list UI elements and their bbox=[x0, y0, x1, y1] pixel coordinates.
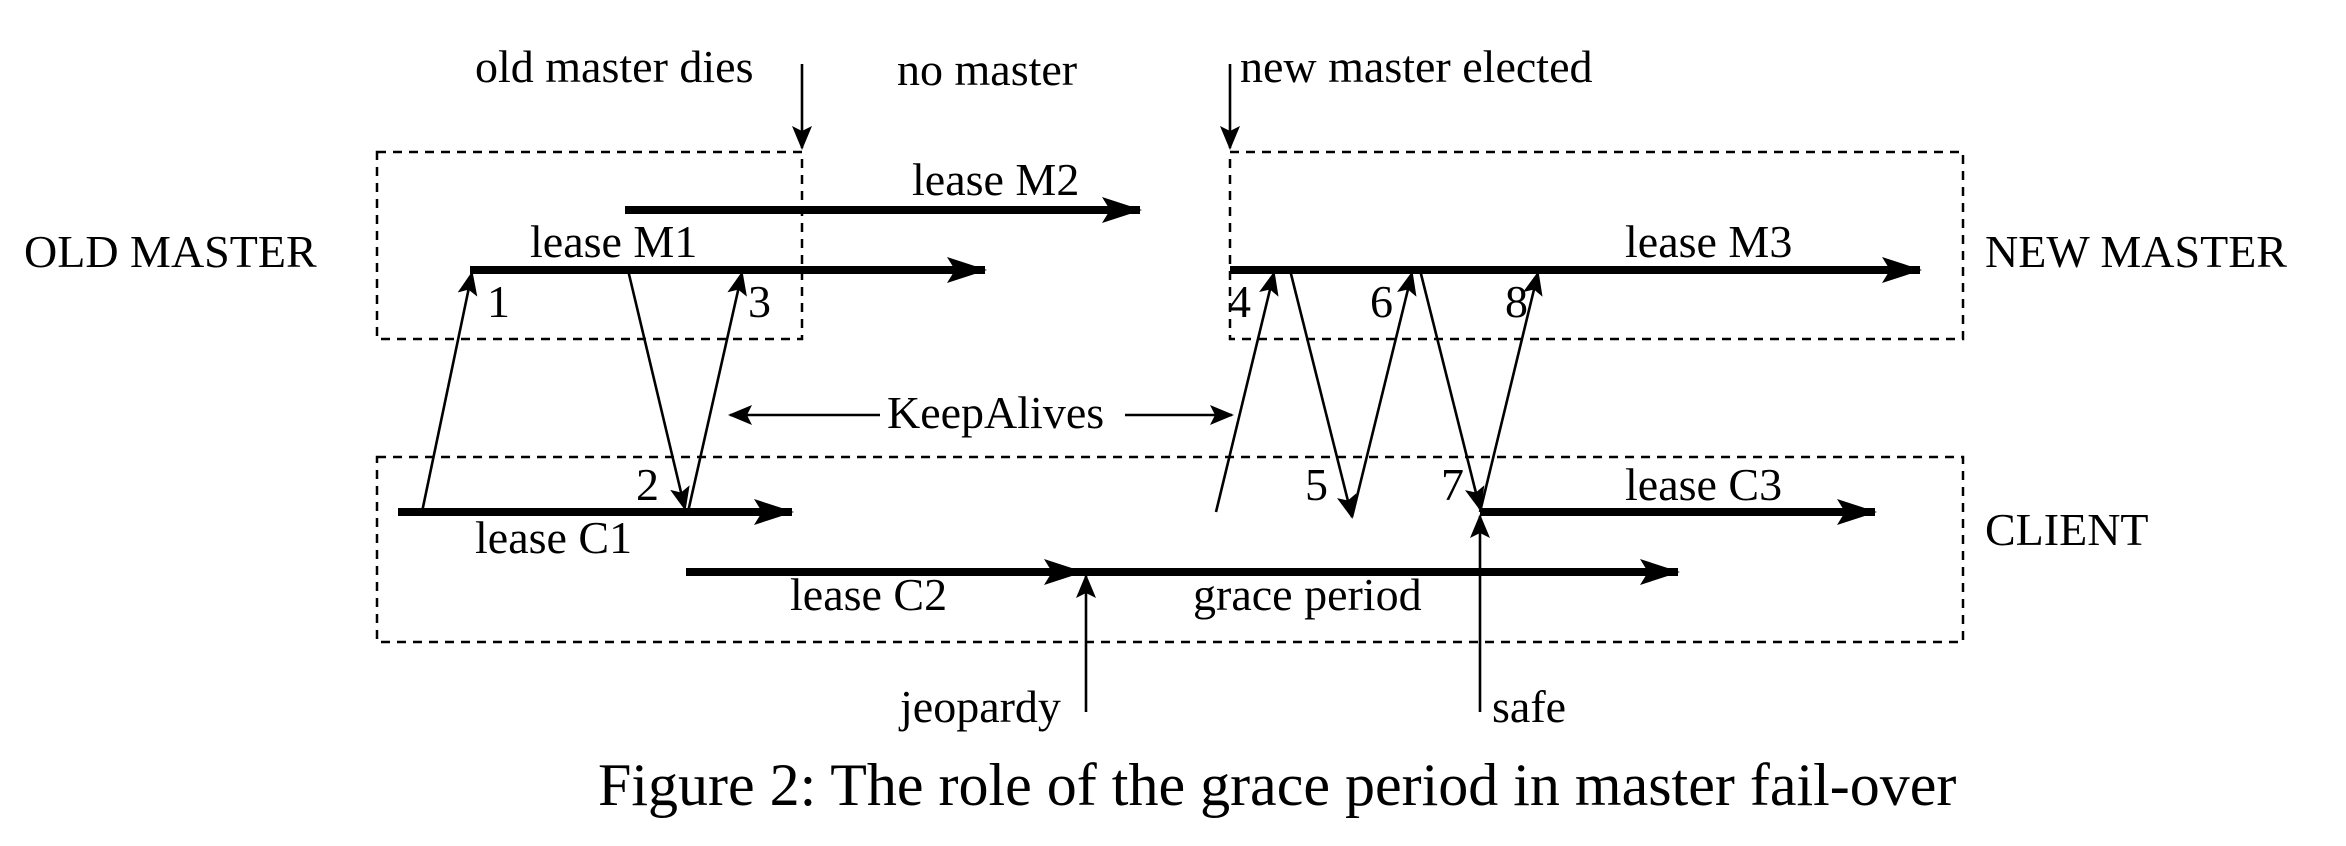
message-arrow-5 bbox=[1288, 269, 1357, 519]
message-arrow-4 bbox=[1214, 271, 1279, 513]
lease-c3-label: lease C3 bbox=[1625, 459, 1782, 510]
client-box bbox=[375, 455, 1965, 644]
message-number-2: 2 bbox=[636, 459, 659, 510]
message-arrow-1 bbox=[420, 271, 478, 513]
message-number-3: 3 bbox=[748, 276, 771, 327]
old-master-dies-label: old master dies bbox=[475, 41, 754, 92]
message-number-5: 5 bbox=[1305, 459, 1328, 510]
client-label: CLIENT bbox=[1985, 504, 2149, 555]
no-master-label: no master bbox=[897, 44, 1077, 95]
lease-c2-label: lease C2 bbox=[790, 569, 947, 620]
safe-label: safe bbox=[1492, 681, 1566, 732]
message-number-1: 1 bbox=[487, 276, 510, 327]
keepalives-label: KeepAlives bbox=[887, 387, 1104, 438]
message-arrow-8 bbox=[1478, 271, 1543, 513]
old-master-box bbox=[375, 150, 804, 341]
message-number-7: 7 bbox=[1441, 459, 1464, 510]
new-master-box bbox=[1228, 150, 1965, 341]
new-master-elected-label: new master elected bbox=[1240, 41, 1592, 92]
lease-m1-label: lease M1 bbox=[530, 216, 697, 267]
new-master-label: NEW MASTER bbox=[1985, 226, 2287, 277]
message-number-8: 8 bbox=[1505, 276, 1528, 327]
message-arrow-7 bbox=[1418, 269, 1485, 511]
figure-caption: Figure 2: The role of the grace period i… bbox=[598, 752, 1956, 818]
lease-m3-label: lease M3 bbox=[1625, 216, 1792, 267]
message-number-4: 4 bbox=[1228, 276, 1251, 327]
message-arrow-6 bbox=[1350, 271, 1417, 518]
message-number-6: 6 bbox=[1370, 276, 1393, 327]
grace-period-label: grace period bbox=[1193, 569, 1422, 620]
lease-c1-label: lease C1 bbox=[475, 512, 632, 563]
message-arrow-3 bbox=[686, 271, 747, 513]
old-master-label: OLD MASTER bbox=[24, 226, 317, 277]
lease-m2-label: lease M2 bbox=[912, 154, 1079, 205]
jeopardy-label: jeopardy bbox=[898, 681, 1061, 732]
message-arrow-2 bbox=[626, 269, 690, 511]
